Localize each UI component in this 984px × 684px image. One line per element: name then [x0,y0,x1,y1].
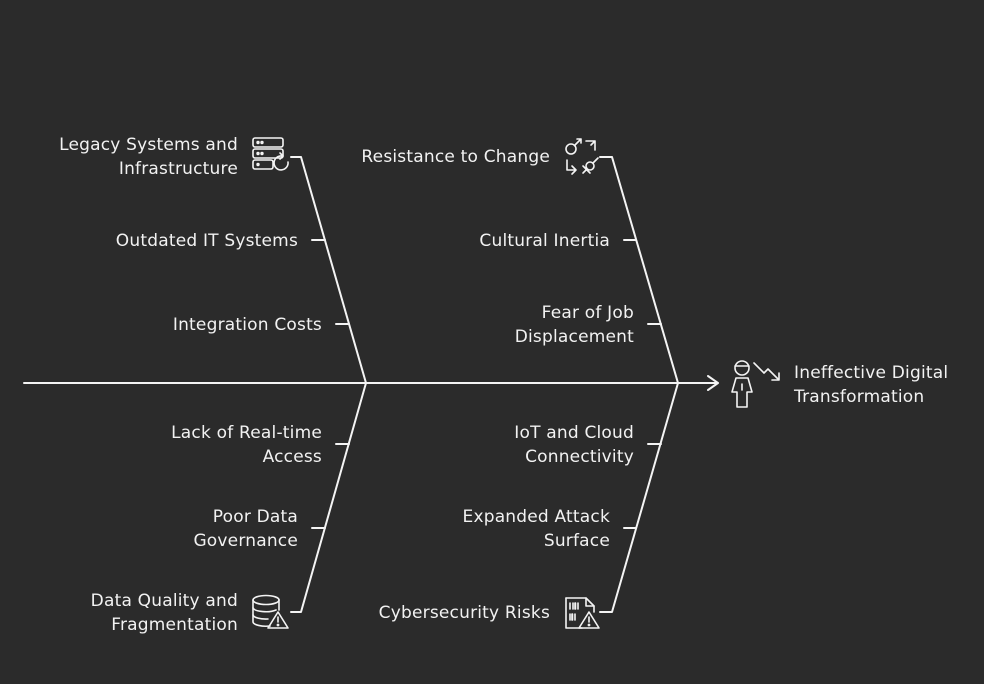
cause-iot-line1: IoT and Cloud [514,423,634,443]
person-down-trend-icon [731,360,780,408]
cause-fear-job-line2: Displacement [514,327,634,347]
cause-cultural-inertia-text: Cultural Inertia [479,231,610,251]
category-data-label: Data Quality and Fragmentation [91,589,238,637]
category-data-line1: Data Quality and [90,591,238,611]
cause-attack: Expanded Attack Surface [463,505,611,553]
cause-realtime-line2: Access [262,447,322,467]
cause-governance-line2: Governance [193,531,298,551]
database-warning-icon [252,594,289,629]
binary-file-warning-icon [565,597,600,629]
bone-cyber [599,382,679,613]
cause-iot: IoT and Cloud Connectivity [514,421,634,469]
bone-data [290,382,367,613]
cause-realtime-line1: Lack of Real-time [171,423,322,443]
category-cyber-label: Cybersecurity Risks [379,601,550,625]
gender-swap-icon [565,138,599,175]
cause-fear-job-line1: Fear of Job [541,303,634,323]
cause-fear-job: Fear of Job Displacement [515,301,634,349]
effect-label: Ineffective Digital Transformation [794,361,948,409]
cause-integration-costs-text: Integration Costs [172,315,322,335]
category-cyber-line1: Cybersecurity Risks [378,603,550,623]
cause-attack-line1: Expanded Attack [462,507,610,527]
bone-change [599,156,679,384]
category-legacy-line1: Legacy Systems and [59,135,238,155]
bone-legacy [290,156,367,384]
cause-attack-line2: Surface [543,531,610,551]
cause-cultural-inertia: Cultural Inertia [479,229,610,253]
cause-governance: Poor Data Governance [193,505,298,553]
category-change-label: Resistance to Change [361,145,550,169]
cause-governance-line1: Poor Data [212,507,298,527]
category-legacy-line2: Infrastructure [118,159,238,179]
server-refresh-icon [252,137,289,171]
spine-arrowhead [707,375,719,391]
effect-line2: Transformation [794,387,925,407]
cause-integration-costs: Integration Costs [173,313,322,337]
cause-realtime: Lack of Real-time Access [171,421,322,469]
cause-iot-line2: Connectivity [525,447,634,467]
category-change-line1: Resistance to Change [361,147,550,167]
category-data-line2: Fragmentation [111,615,238,635]
category-legacy-label: Legacy Systems and Infrastructure [59,133,238,181]
cause-outdated-it-text: Outdated IT Systems [115,231,298,251]
effect-line1: Ineffective Digital [794,363,949,383]
cause-outdated-it: Outdated IT Systems [116,229,298,253]
